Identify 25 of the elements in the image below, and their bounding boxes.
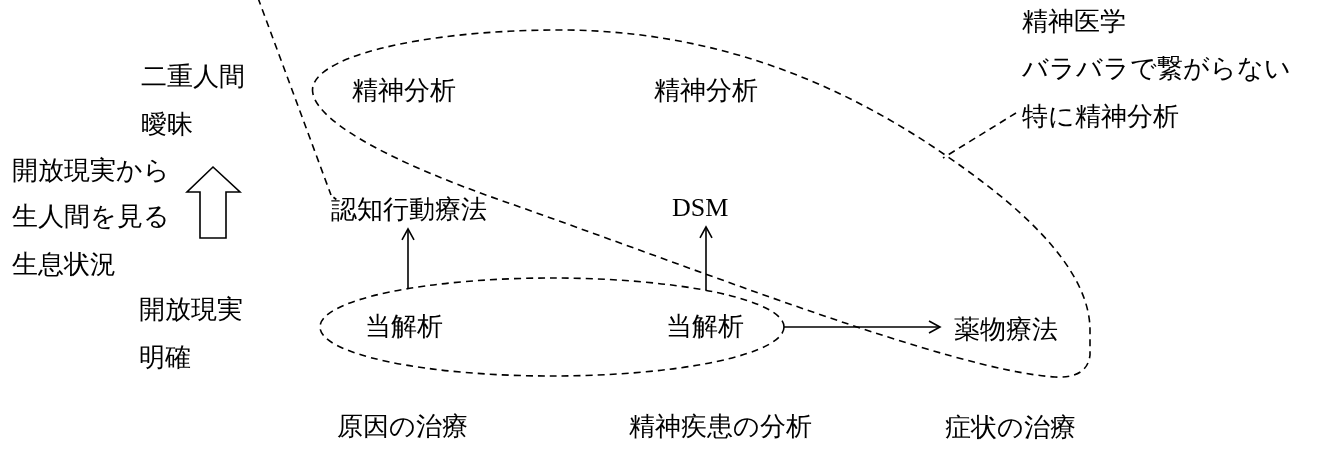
text-label: 曖昧 — [141, 110, 193, 140]
node-label: 精神分析 — [352, 76, 456, 106]
node-label: 当解析 — [666, 312, 744, 342]
node-label: 認知行動療法 — [331, 195, 487, 225]
node-label: DSM — [672, 193, 729, 223]
note-text: バラバラで繋がらない — [1022, 54, 1291, 84]
text-label: 症状の治療 — [945, 413, 1076, 443]
arrow — [401, 228, 415, 290]
leader-line — [942, 112, 1017, 159]
note-text: 特に精神分析 — [1022, 102, 1179, 132]
text-label: 生息状況 — [12, 250, 116, 280]
text-label: 二重人間 — [141, 62, 245, 92]
text-label: 生人間を見る — [12, 202, 170, 232]
node-label: 当解析 — [365, 312, 443, 342]
text-label: 開放現実から — [12, 156, 170, 186]
node-label: 薬物療法 — [954, 315, 1058, 345]
node-label: 精神分析 — [654, 76, 758, 106]
leader-line — [257, 0, 332, 196]
arrow — [783, 320, 941, 334]
text-label: 原因の治療 — [337, 412, 468, 442]
text-label: 明確 — [139, 343, 191, 373]
note-text: 精神医学 — [1022, 7, 1126, 37]
arrow — [699, 226, 713, 292]
text-label: 精神疾患の分析 — [629, 412, 812, 442]
text-label: 開放現実 — [139, 295, 243, 325]
